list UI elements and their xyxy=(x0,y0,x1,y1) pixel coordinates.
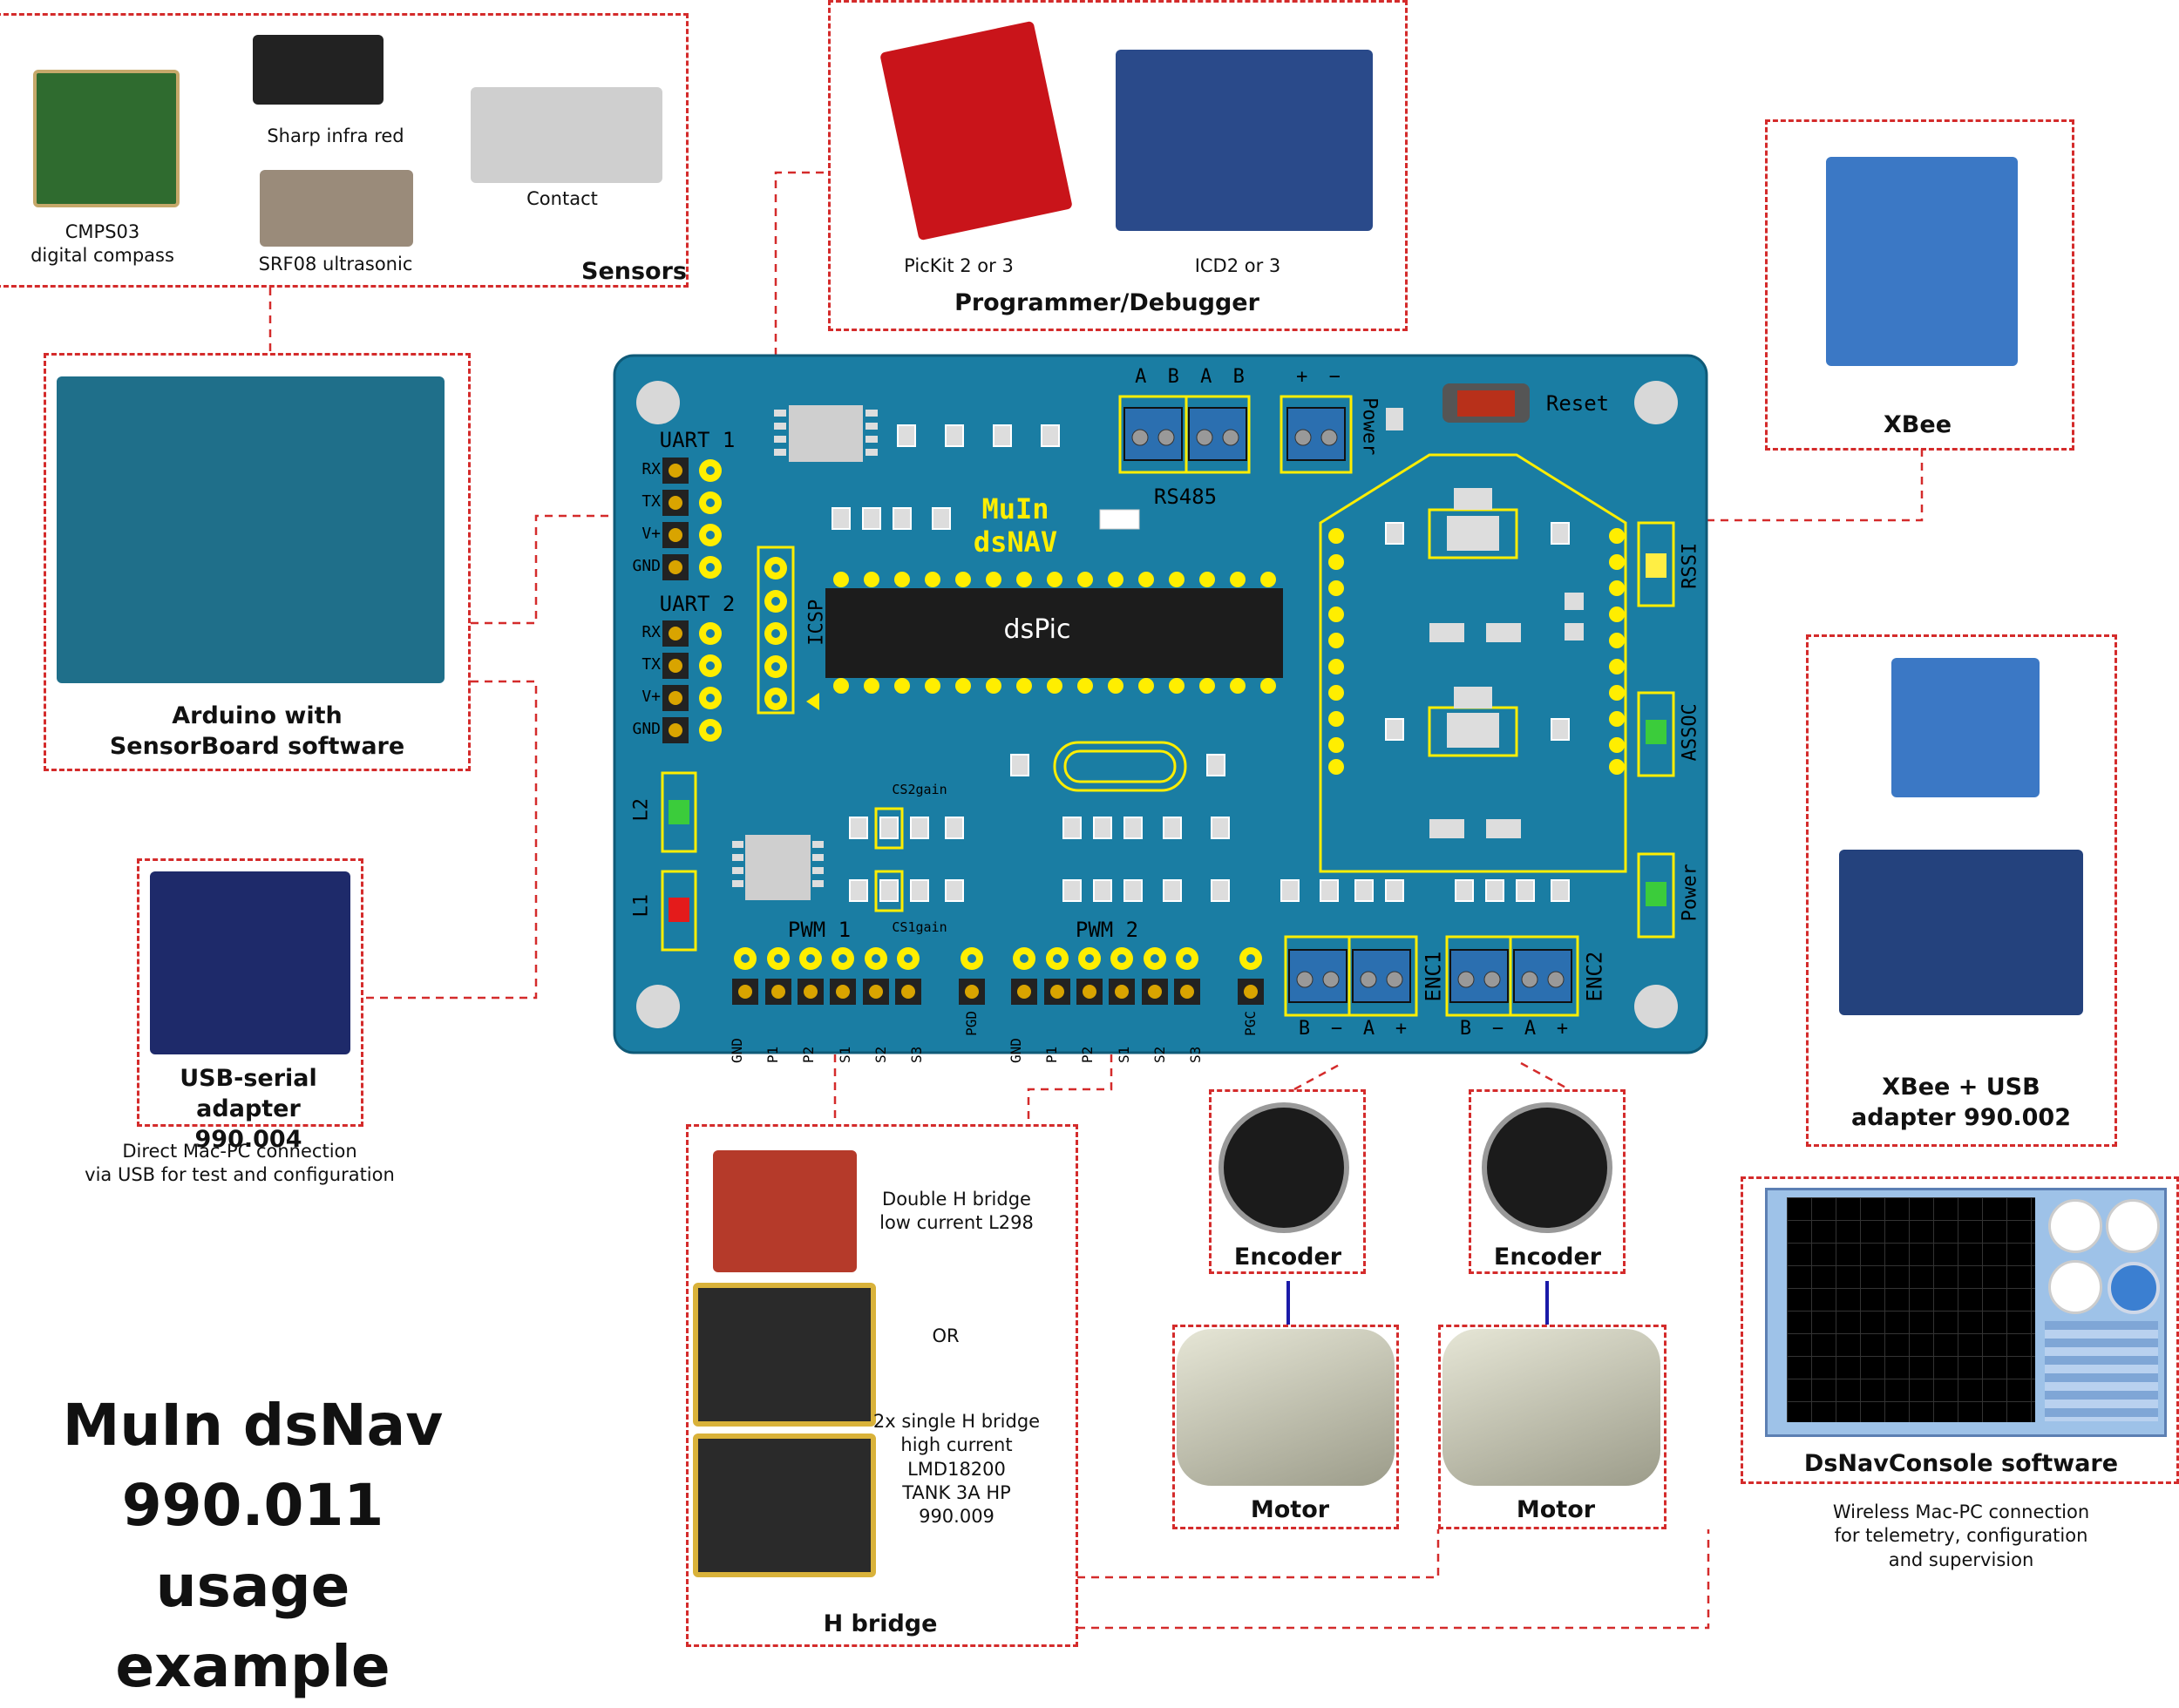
rssi-label: RSSI xyxy=(1679,531,1704,600)
power-in-pins: + − xyxy=(1286,366,1351,388)
pwm2-pin-s1: S1 xyxy=(1116,1011,1132,1063)
current-sense-chip xyxy=(745,835,811,900)
assoc-led xyxy=(1646,720,1666,744)
power-led xyxy=(1646,882,1666,906)
eeprom-chip xyxy=(789,405,863,462)
mount-hole xyxy=(1634,985,1678,1028)
l2-label: L2 xyxy=(630,788,655,831)
power-led-label: Power xyxy=(1679,844,1704,940)
pwm2-pin-p1: P1 xyxy=(1043,1011,1060,1063)
cs1gain-label: CS1gain xyxy=(880,919,959,937)
enc1-pin-b: B xyxy=(1299,1018,1310,1040)
pwm1-pin-p1: P1 xyxy=(764,1011,781,1063)
pwm2-label: PWM 2 xyxy=(1055,917,1159,944)
uart2-label: UART 2 xyxy=(645,591,750,618)
dspic-label: dsPic xyxy=(967,613,1107,647)
dsnav-board xyxy=(0,0,2179,1649)
rs485-label: RS485 xyxy=(1133,484,1238,511)
pgc-label: PGC xyxy=(1242,1011,1259,1036)
enc2-pin-minus: − xyxy=(1492,1018,1504,1040)
enc1-pin-plus: + xyxy=(1395,1018,1407,1040)
pwm1-pin-s3: S3 xyxy=(908,1011,925,1063)
pwm2-pin-s2: S2 xyxy=(1151,1011,1168,1063)
uart1-pin-rx: RX xyxy=(617,460,661,492)
uart1-pins: RX TX V+ GND xyxy=(617,460,661,589)
assoc-label: ASSOC xyxy=(1679,684,1704,780)
pwm1-pin-s1: S1 xyxy=(837,1011,853,1063)
rs485-pin-a2: A xyxy=(1200,366,1212,388)
board-name-line1: MuIn xyxy=(946,492,1085,525)
enc1-pins: B − A + xyxy=(1288,1018,1417,1040)
mount-hole xyxy=(636,381,680,424)
uart1-pin-tx: TX xyxy=(617,492,661,525)
pwm1-pin-p2: P2 xyxy=(800,1011,817,1063)
enc2-pin-plus: + xyxy=(1557,1018,1568,1040)
pwm1-pin-s2: S2 xyxy=(872,1011,889,1063)
uart1-pin-gnd: GND xyxy=(617,557,661,589)
enc1-pin-minus: − xyxy=(1331,1018,1342,1040)
icsp-label: ICSP xyxy=(805,579,831,666)
board-name-line2: dsNAV xyxy=(946,525,1085,559)
mount-hole xyxy=(636,985,680,1028)
l1-led xyxy=(669,898,689,922)
uart2-pin-vplus: V+ xyxy=(617,688,661,720)
pwm1-pins: GND P1 P2 S1 S2 S3 xyxy=(729,1011,925,1063)
enc2-pin-a: A xyxy=(1524,1018,1536,1040)
pwm1-label: PWM 1 xyxy=(767,917,872,944)
enc2-label: ENC2 xyxy=(1581,942,1608,1012)
pwm2-pin-s3: S3 xyxy=(1187,1011,1204,1063)
rs485-pins: A B A B xyxy=(1124,366,1255,388)
uart1-pin-vplus: V+ xyxy=(617,525,661,557)
board-name: MuIn dsNAV xyxy=(946,492,1085,559)
power-in-plus: + xyxy=(1296,366,1307,388)
rs485-pin-b2: B xyxy=(1233,366,1245,388)
enc2-pin-b: B xyxy=(1460,1018,1471,1040)
uart2-pins: RX TX V+ GND xyxy=(617,623,661,752)
rs485-pin-b1: B xyxy=(1168,366,1179,388)
l2-led xyxy=(669,800,689,824)
enc1-label: ENC1 xyxy=(1420,942,1447,1012)
mount-hole xyxy=(1634,381,1678,424)
power-in-minus: − xyxy=(1329,366,1341,388)
power-in-label: Power xyxy=(1356,383,1381,470)
enc2-pins: B − A + xyxy=(1449,1018,1578,1040)
uart1-label: UART 1 xyxy=(645,427,750,454)
pwm2-pin-p2: P2 xyxy=(1079,1011,1096,1063)
rs485-pin-a1: A xyxy=(1135,366,1146,388)
reset-label: Reset xyxy=(1534,390,1621,417)
rssi-led xyxy=(1646,553,1666,578)
uart2-pin-gnd: GND xyxy=(617,720,661,752)
pwm2-pins: GND P1 P2 S1 S2 S3 xyxy=(1008,1011,1204,1063)
l1-label: L1 xyxy=(630,884,655,927)
uart2-pin-tx: TX xyxy=(617,655,661,688)
pgd-label: PGD xyxy=(963,1011,980,1036)
cs2gain-label: CS2gain xyxy=(880,782,959,799)
pwm2-pin-gnd: GND xyxy=(1008,1011,1024,1063)
enc1-pin-a: A xyxy=(1363,1018,1375,1040)
pwm1-pin-gnd: GND xyxy=(729,1011,745,1063)
uart2-pin-rx: RX xyxy=(617,623,661,655)
